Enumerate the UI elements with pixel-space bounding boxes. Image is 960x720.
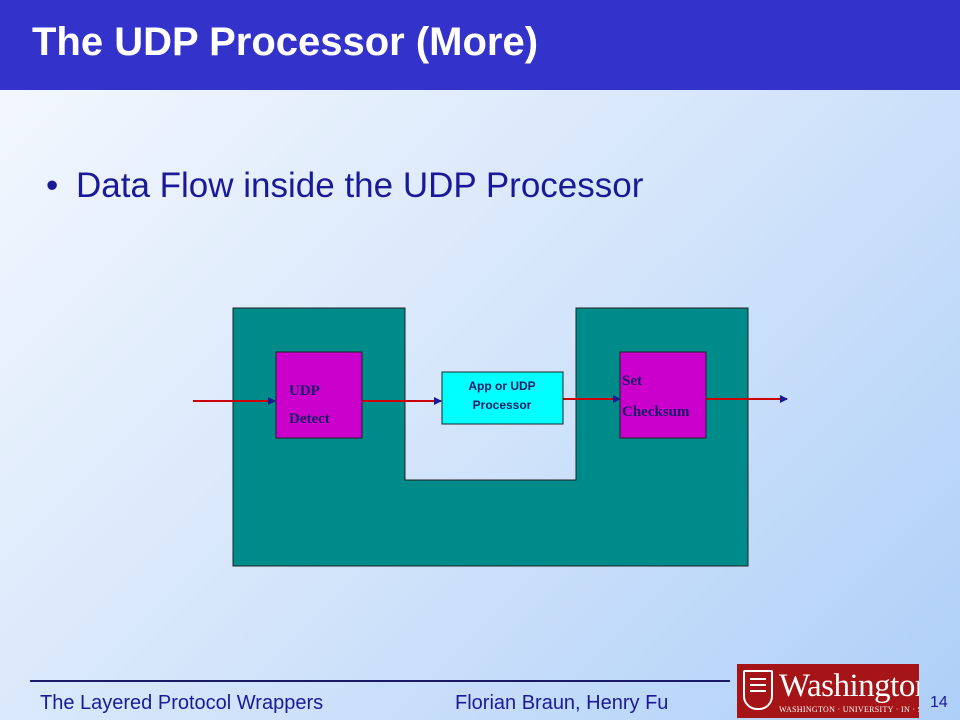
- bullet-icon: •: [46, 166, 59, 205]
- bullet-item: • Data Flow inside the UDP Processor: [46, 166, 643, 206]
- logo-wordmark: Washington: [779, 668, 919, 704]
- bullet-text: Data Flow inside the UDP Processor: [76, 166, 644, 205]
- set-checksum-label-2: Checksum: [622, 404, 690, 420]
- title-bar: The UDP Processor (More): [0, 0, 960, 90]
- app-processor-label-1: App or UDP: [468, 379, 535, 393]
- udp-detect-module: UDP Detect: [275, 351, 363, 439]
- page-number: 14: [930, 694, 948, 711]
- app-processor-module: App or UDP Processor: [441, 371, 564, 425]
- shield-icon: [743, 670, 773, 710]
- slide-title: The UDP Processor (More): [32, 20, 539, 64]
- footer-authors: Florian Braun, Henry Fu: [455, 692, 669, 714]
- set-checksum-module: Set Checksum: [619, 351, 707, 439]
- logo-subtext: WASHINGTON · UNIVERSITY · IN · ST · LOUI…: [779, 705, 919, 714]
- app-processor-label-2: Processor: [473, 398, 532, 412]
- udp-detect-label-2: Detect: [289, 411, 330, 427]
- washington-university-logo: Washington WASHINGTON · UNIVERSITY · IN …: [737, 664, 919, 718]
- footer-divider: [30, 680, 730, 682]
- footer-course-title: The Layered Protocol Wrappers: [40, 692, 324, 714]
- udp-detect-label-1: UDP: [289, 383, 320, 399]
- set-checksum-label-1: Set: [622, 373, 642, 389]
